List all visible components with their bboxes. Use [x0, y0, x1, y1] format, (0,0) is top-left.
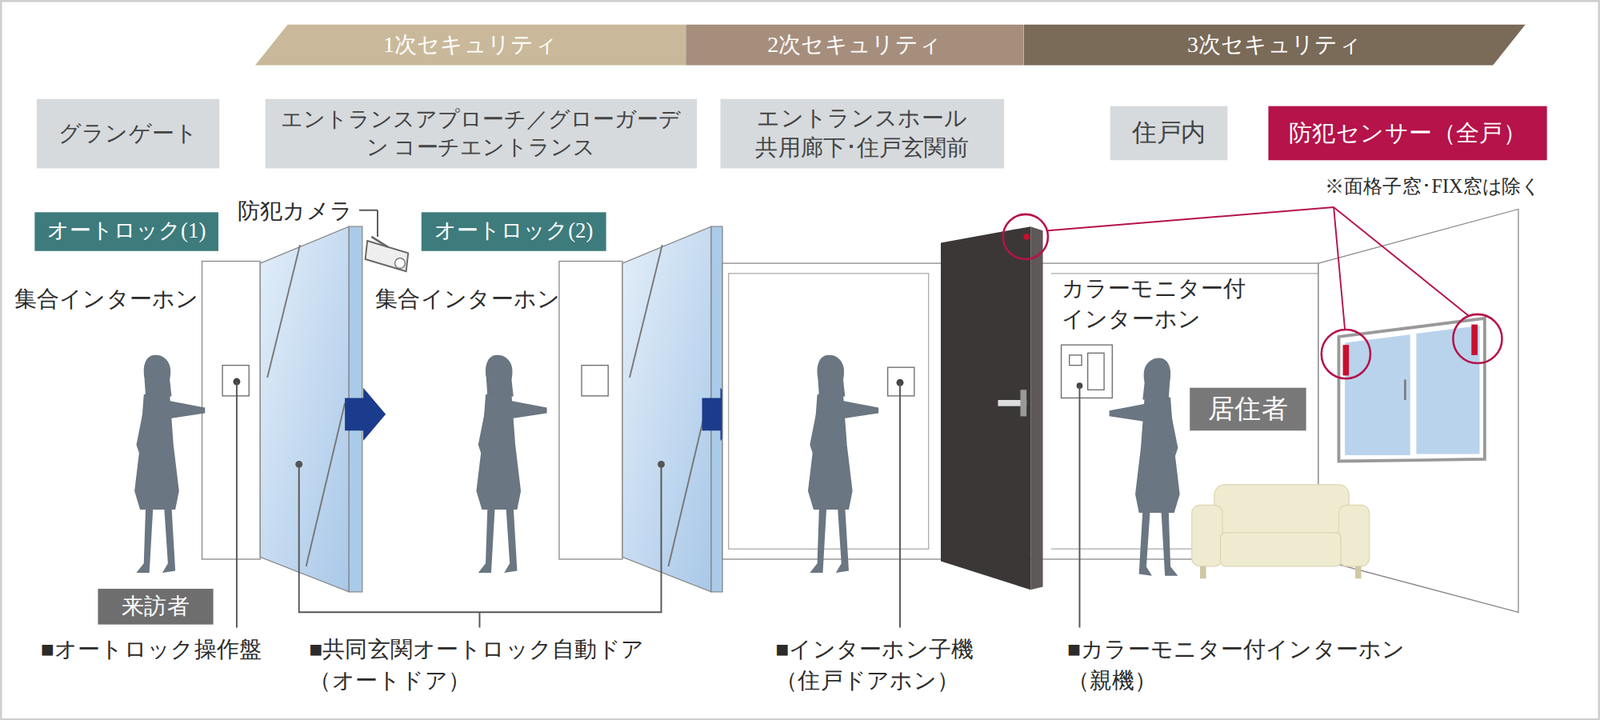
zone-box: エントランスホール 共用廊下･住戸玄関前 — [720, 99, 1005, 169]
zone-box: グランゲート — [36, 99, 220, 169]
callout-label: ■インターホン子機 （住戸ドアホン） — [775, 634, 989, 696]
callout-label: ■共同玄関オートロック自動ドア （オートドア） — [308, 634, 657, 696]
box-text: 居住者 — [1208, 392, 1288, 427]
callout-label: 集合インターホン — [14, 284, 200, 315]
box-text: 1次セキュリティ — [383, 30, 558, 60]
box-text: 2次セキュリティ — [767, 30, 942, 60]
zone-box: 住戸内 — [1110, 106, 1228, 161]
person-tag: 来訪者 — [97, 588, 213, 625]
box-text: オートロック(1) — [47, 217, 206, 246]
box-text: 防犯センサー（全戸） — [1288, 117, 1527, 148]
security-band: 3次セキュリティ — [1023, 24, 1526, 66]
security-band: 1次セキュリティ — [255, 24, 686, 66]
box-text: エントランスアプローチ／グローガーデン コーチエントランス — [272, 105, 689, 162]
zone-box: エントランスアプローチ／グローガーデン コーチエントランス — [264, 99, 697, 169]
box-text: オートロック(2) — [434, 217, 593, 246]
person-tag: 居住者 — [1189, 388, 1306, 432]
autolock-tag: オートロック(2) — [421, 212, 607, 251]
callout-label: 集合インターホン — [375, 284, 560, 315]
autolock-tag: オートロック(1) — [34, 212, 219, 251]
box-text: グランゲート — [58, 119, 199, 148]
box-text: 来訪者 — [121, 592, 189, 621]
callout-label: カラーモニター付 インターホン — [1061, 273, 1251, 335]
box-text: 住戸内 — [1132, 117, 1206, 150]
security-band: 2次セキュリティ — [685, 24, 1024, 66]
box-text: 3次セキュリティ — [1187, 30, 1362, 60]
callout-label: 防犯カメラ — [237, 196, 353, 227]
callout-label: ※面格子窓･FIX窓は除く — [1324, 173, 1541, 200]
box-text: エントランスホール 共用廊下･住戸玄関前 — [751, 104, 974, 164]
callout-label: ■カラーモニター付インターホン （親機） — [1067, 634, 1416, 696]
callout-label: ■オートロック操作盤 — [40, 634, 262, 665]
sensor-box: 防犯センサー（全戸） — [1268, 106, 1547, 161]
